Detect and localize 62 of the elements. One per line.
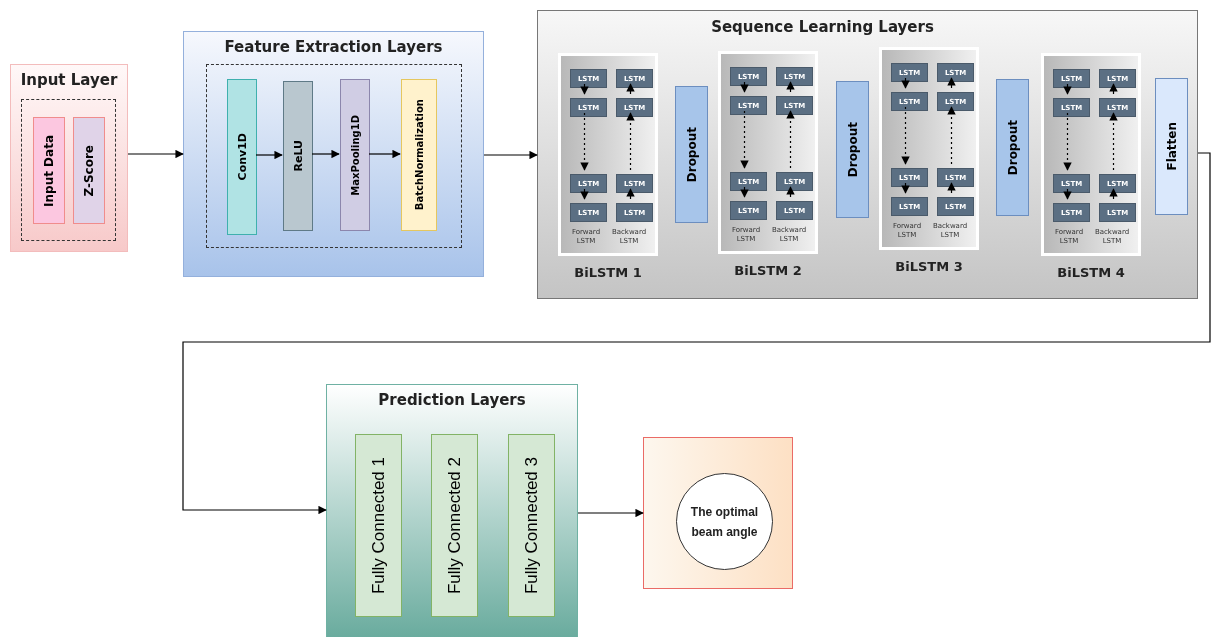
layer-box: Dropout [675,86,708,223]
group-title: Sequence Learning Layers [710,18,935,36]
arrow [311,149,340,159]
block-caption: BiLSTM 3 [894,259,964,274]
layer-box: BatchNormalization [401,79,437,231]
arrow [127,149,184,159]
arrow [901,77,910,89]
layer-box: Conv1D [227,79,257,235]
bilstm-panel [558,53,658,256]
arrow [1109,188,1118,200]
arrow [1109,83,1118,95]
arrow [626,188,635,200]
block-caption: BiLSTM 4 [1056,265,1126,280]
arrow [182,152,1211,515]
arrow [901,182,910,194]
layer-box: Dropout [836,81,869,218]
arrow [901,106,910,165]
layer-box: MaxPooling1D [340,79,370,231]
group-title: Input Layer [19,71,119,89]
arrow [740,81,749,93]
output-box [643,437,793,589]
arrow [947,182,956,194]
arrow [580,83,589,95]
arrow [626,112,635,171]
layer-box: Dropout [996,79,1029,216]
arrow [483,150,538,160]
layer-box: Z-Score [73,117,105,224]
arrow [740,186,749,198]
bilstm-panel [879,47,979,250]
layer-box: ReLU [283,81,313,231]
arrow [1063,188,1072,200]
arrow [786,81,795,93]
arrow [1109,112,1118,171]
arrow [947,77,956,89]
layer-box: Input Data [33,117,65,224]
arrow [577,508,644,518]
layer-group [183,31,484,277]
arrow [786,110,795,169]
block-caption: BiLSTM 1 [573,265,643,280]
arrow [786,186,795,198]
arrow [580,188,589,200]
layer-box: Fully Connected 1 [355,434,402,617]
arrow [740,110,749,169]
layer-group [537,10,1198,299]
bilstm-panel [1041,53,1141,256]
arrow [580,112,589,171]
block-caption: BiLSTM 2 [733,263,803,278]
arrow [1063,112,1072,171]
arrow [1063,83,1072,95]
layer-box: Fully Connected 2 [431,434,478,617]
arrow [368,149,401,159]
arrow [255,150,283,160]
bilstm-panel [718,51,818,254]
layer-box: Flatten [1155,78,1188,215]
group-title: Feature Extraction Layers [223,38,444,56]
arrow [947,106,956,165]
output-circle: The optimal beam angle [676,473,773,570]
layer-group [10,64,128,252]
layer-group [326,384,578,637]
layer-box: Fully Connected 3 [508,434,555,617]
group-title: Prediction Layers [377,391,527,409]
arrow [626,83,635,95]
